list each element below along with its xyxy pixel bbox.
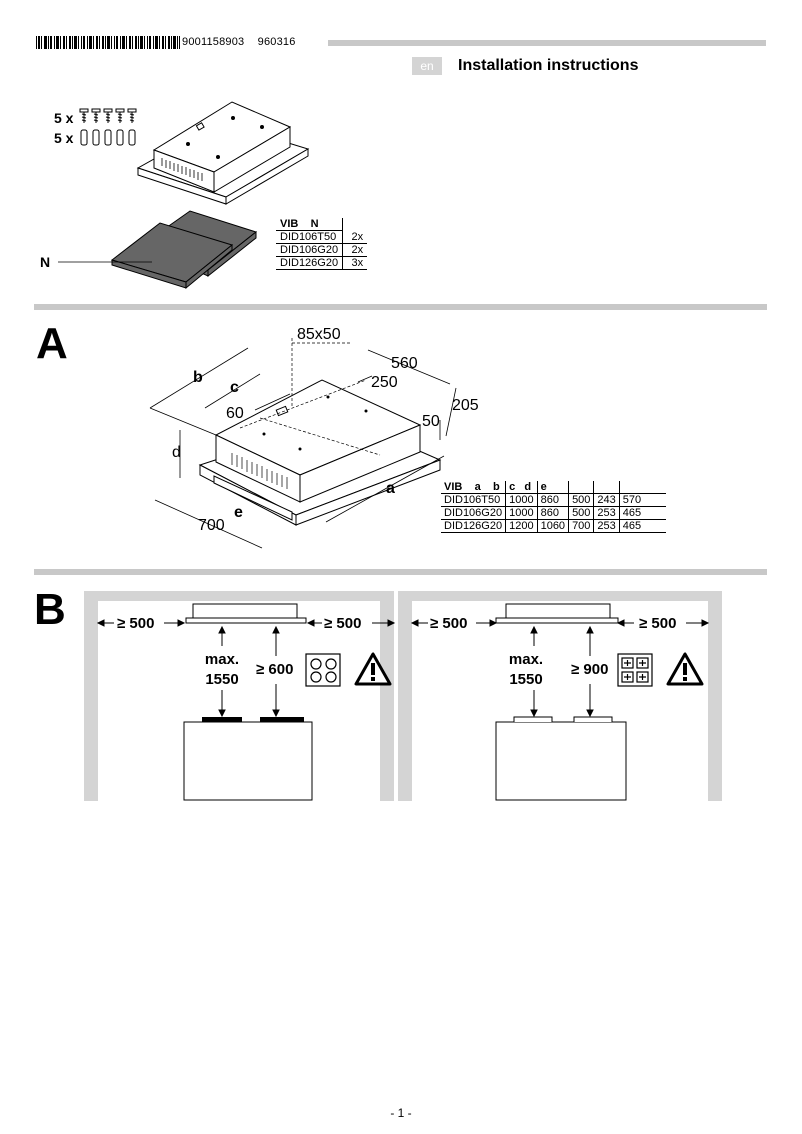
- table-cell: 860: [536, 506, 569, 520]
- table-cell: 500: [568, 506, 594, 520]
- table-cell: DID126G20: [276, 256, 343, 270]
- screw-icon: [79, 108, 137, 123]
- table-cell: 1000: [505, 506, 538, 520]
- dim-e-label: e: [234, 504, 243, 521]
- clearance-right-side-right: ≥ 500: [639, 615, 677, 632]
- max-height-label-gas: max.: [508, 651, 544, 668]
- plugs-count: 5 x: [54, 130, 74, 146]
- wall-plug-icon: [80, 129, 136, 146]
- table-cell: DID106G20: [276, 243, 343, 257]
- max-height-value: 1550: [205, 671, 239, 688]
- min-height-gas: ≥ 900: [571, 661, 609, 678]
- clearance-right-side: ≥ 500: [430, 615, 468, 632]
- table-cell: 860: [536, 493, 569, 507]
- section-a-letter: A: [36, 319, 68, 368]
- document-codes: 9001158903 960316: [182, 36, 306, 48]
- dim-205: 205: [452, 397, 479, 414]
- section-rule-a: [34, 304, 767, 310]
- electric-hob-icon: [305, 653, 341, 687]
- dim-cutout: 85x50: [297, 326, 341, 343]
- table-cell: 1200: [505, 519, 538, 533]
- dim-700: 700: [198, 517, 225, 534]
- table-header-cell: c d: [505, 481, 538, 494]
- language-badge: en: [412, 57, 442, 75]
- barcode-icon: [36, 36, 180, 49]
- table-header-cell: VIB N: [276, 218, 343, 231]
- page-title: Installation instructions: [458, 57, 639, 74]
- clearance-left-side-right: ≥ 500: [324, 615, 362, 632]
- table-cell: 2x: [342, 243, 368, 257]
- table-cell: 570: [618, 493, 666, 507]
- table-row: DID126G20 1200 1060 700 253 465: [441, 519, 666, 533]
- section-b-letter: B: [34, 585, 66, 634]
- gas-hob-icon: [617, 653, 653, 687]
- table-cell: 1060: [536, 519, 569, 533]
- table-header-cell: e: [536, 481, 569, 494]
- filter-pad-icon: [110, 210, 258, 290]
- warning-icon: [666, 652, 704, 686]
- table-header-cell: [593, 481, 620, 494]
- table-cell: 253: [593, 506, 620, 520]
- section-rule-b: [34, 569, 767, 575]
- table-header-row: VIB N: [276, 218, 368, 231]
- table-row: DID106G20 1000 860 500 253 465: [441, 506, 666, 520]
- warning-icon: [354, 652, 392, 686]
- table-cell: 243: [593, 493, 620, 507]
- clearance-left-side: ≥ 500: [117, 615, 155, 632]
- dim-a-label: a: [386, 480, 395, 497]
- dim-60: 60: [226, 405, 244, 422]
- table-header-row: VIB a b c d e: [441, 481, 666, 494]
- max-height-value-gas: 1550: [509, 671, 543, 688]
- table-cell: 2x: [342, 230, 368, 244]
- table-header-cell: VIB a b: [441, 481, 506, 494]
- cooker-hood-drawing-icon: [136, 101, 310, 205]
- table-row: DID106T50 1000 860 500 243 570: [441, 493, 666, 507]
- table-cell: DID126G20: [441, 519, 506, 533]
- table-cell: 465: [618, 519, 666, 533]
- dim-560: 560: [391, 355, 418, 372]
- table-cell: 253: [593, 519, 620, 533]
- dim-d-label: d: [172, 444, 181, 461]
- max-height-label: max.: [204, 651, 240, 668]
- page-number: - 1 -: [390, 1106, 412, 1120]
- table-header-cell: [342, 218, 368, 231]
- table-cell: 700: [568, 519, 594, 533]
- table-cell: 3x: [342, 256, 368, 270]
- dimensions-table: VIB a b c d e DID106T50 1000 860 500 243…: [441, 481, 666, 533]
- table-header-cell: [618, 481, 666, 494]
- doc-number: 9001158903: [182, 36, 245, 48]
- header-rule: [328, 40, 766, 46]
- table-cell: 465: [618, 506, 666, 520]
- doc-date: 960316: [257, 36, 296, 48]
- table-cell: DID106T50: [441, 493, 506, 507]
- dim-b-label: b: [193, 369, 203, 386]
- table-cell: DID106G20: [441, 506, 506, 520]
- screws-count: 5 x: [54, 110, 74, 126]
- table-header-cell: [568, 481, 594, 494]
- dim-c-label: c: [230, 379, 239, 396]
- table-cell: 1000: [505, 493, 538, 507]
- min-height-electric: ≥ 600: [256, 661, 294, 678]
- table-cell: DID106T50: [276, 230, 343, 244]
- table-cell: 500: [568, 493, 594, 507]
- filter-label: N: [40, 254, 51, 270]
- dim-250: 250: [371, 374, 398, 391]
- dim-50: 50: [422, 413, 440, 430]
